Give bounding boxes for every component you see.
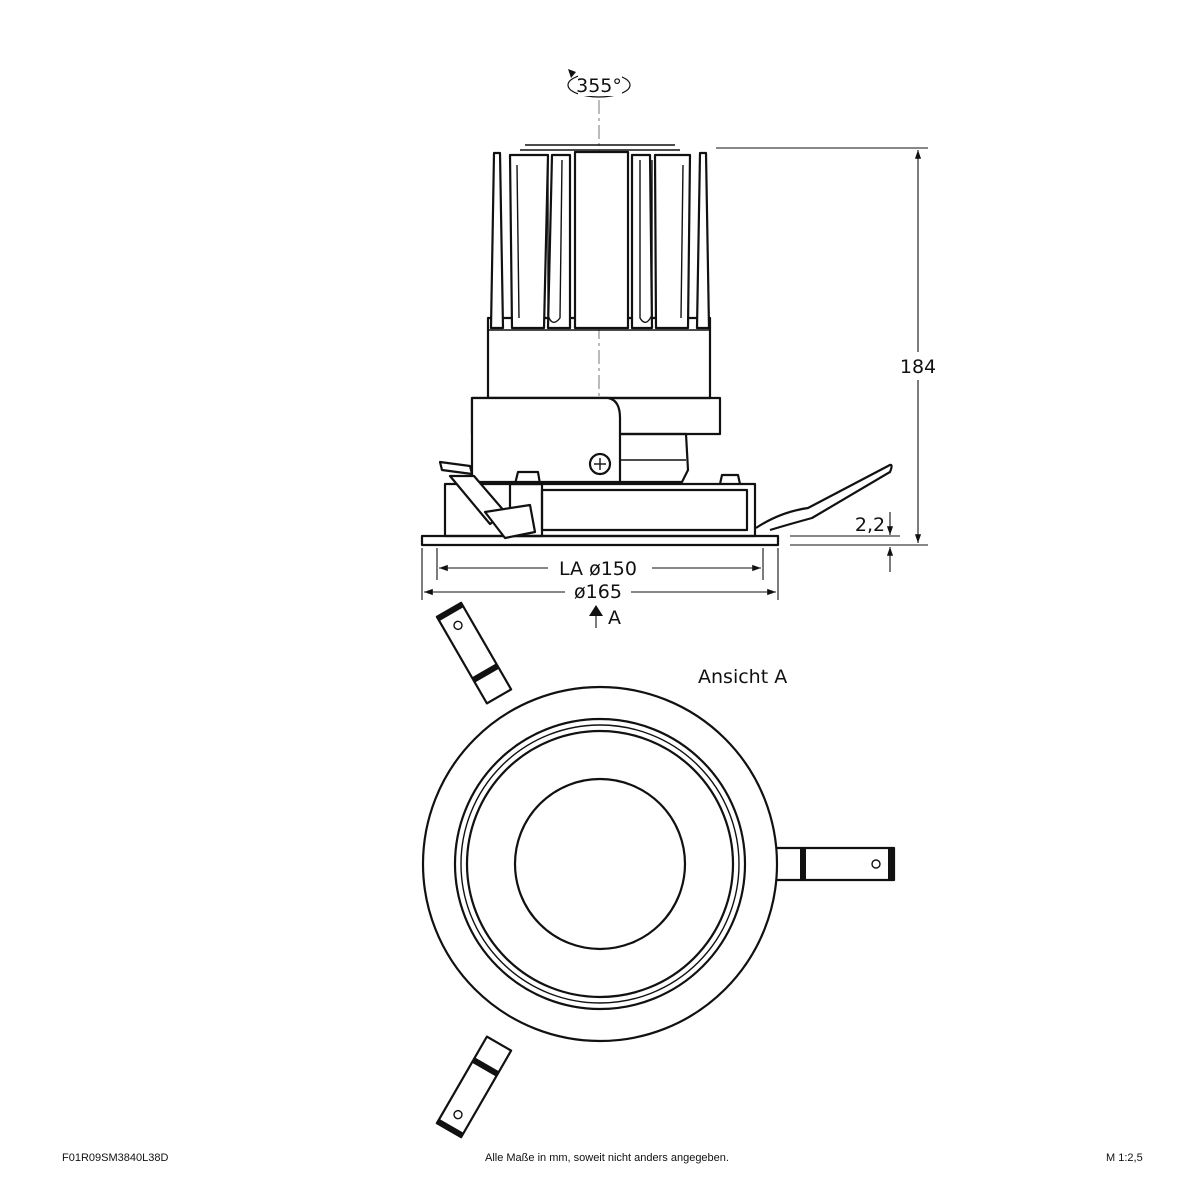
view-title: Ansicht A: [698, 666, 787, 688]
view-a: Ansicht A: [421, 601, 896, 1139]
article-number: F01R09SM3840L38D: [62, 1152, 169, 1164]
screw-icon: [588, 452, 612, 476]
reflector-ring-inner: [465, 729, 735, 999]
clip-right: [768, 846, 896, 882]
height-label: 184: [900, 356, 936, 378]
height-dimension: 184: [716, 147, 940, 546]
spring-clip-left: [438, 460, 537, 540]
spring-clip-right: [755, 463, 893, 532]
rotation-arrow-icon: [568, 69, 576, 78]
side-view: 355°: [420, 69, 940, 629]
arrow-up-icon: [589, 605, 603, 616]
cutout-label: LA ø150: [559, 558, 637, 580]
rotation-indicator: 355°: [567, 69, 631, 98]
cutout-dimension: LA ø150: [436, 548, 764, 580]
view-marker: A: [589, 605, 621, 629]
outer-dimension: ø165: [421, 548, 779, 604]
lens: [513, 777, 687, 951]
scale-label: M 1:2,5: [1106, 1152, 1143, 1164]
flange: [420, 534, 780, 547]
reflector-ring-mid: [460, 724, 740, 1004]
clip-bottom-left: [435, 1035, 513, 1139]
outer-flange-ring: [421, 685, 779, 1043]
flange-dimension: 2,2: [790, 512, 900, 572]
rotation-label: 355°: [576, 75, 622, 97]
swivel-housing: [470, 396, 722, 484]
outer-label: ø165: [574, 581, 622, 603]
view-marker-label: A: [608, 607, 621, 629]
reflector-ring-outer: [453, 717, 747, 1011]
clip-top-left: [435, 601, 513, 705]
dimension-note: Alle Maße in mm, soweit nicht anders ang…: [485, 1152, 729, 1164]
flange-label: 2,2: [855, 514, 885, 536]
heat-sink: [486, 144, 712, 400]
